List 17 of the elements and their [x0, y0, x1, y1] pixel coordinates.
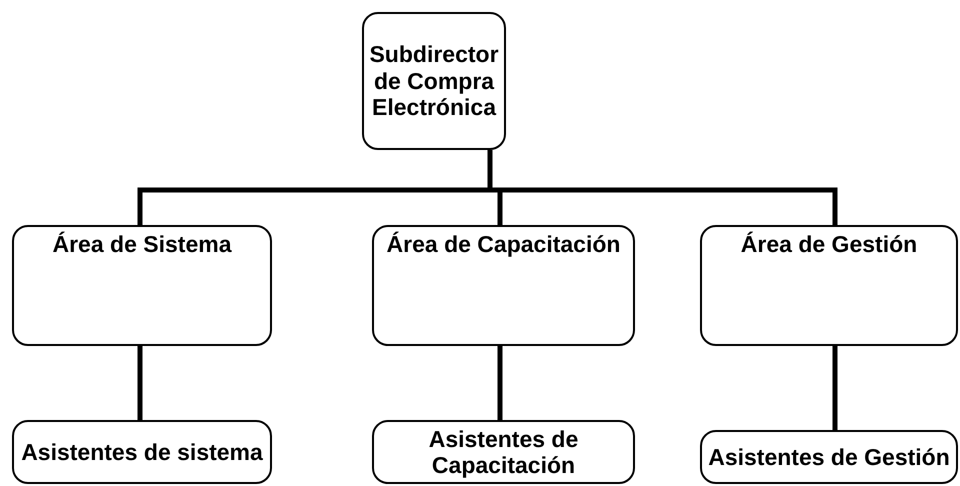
role-title: Asistentes de sistema: [21, 438, 263, 466]
org-box: [700, 430, 958, 484]
org-box: [12, 420, 272, 484]
role-title: Área de Gestión: [740, 231, 918, 258]
org-box: [372, 420, 635, 484]
role-title: Asistentes de Capacitación: [428, 426, 580, 478]
role-title: Subdirector de Compra Electrónica: [369, 41, 499, 121]
org-box: [362, 12, 506, 150]
org-box: [372, 225, 635, 346]
role-title: Asistentes de Gestión: [708, 444, 950, 470]
connector-line: [138, 346, 142, 420]
connector-line: [832, 346, 838, 430]
role-title: Área de Capacitación: [386, 231, 620, 258]
org-box: [12, 225, 272, 346]
role-title: Área de Sistema: [52, 231, 232, 258]
org-box: [700, 225, 958, 346]
connector-line: [498, 346, 502, 420]
